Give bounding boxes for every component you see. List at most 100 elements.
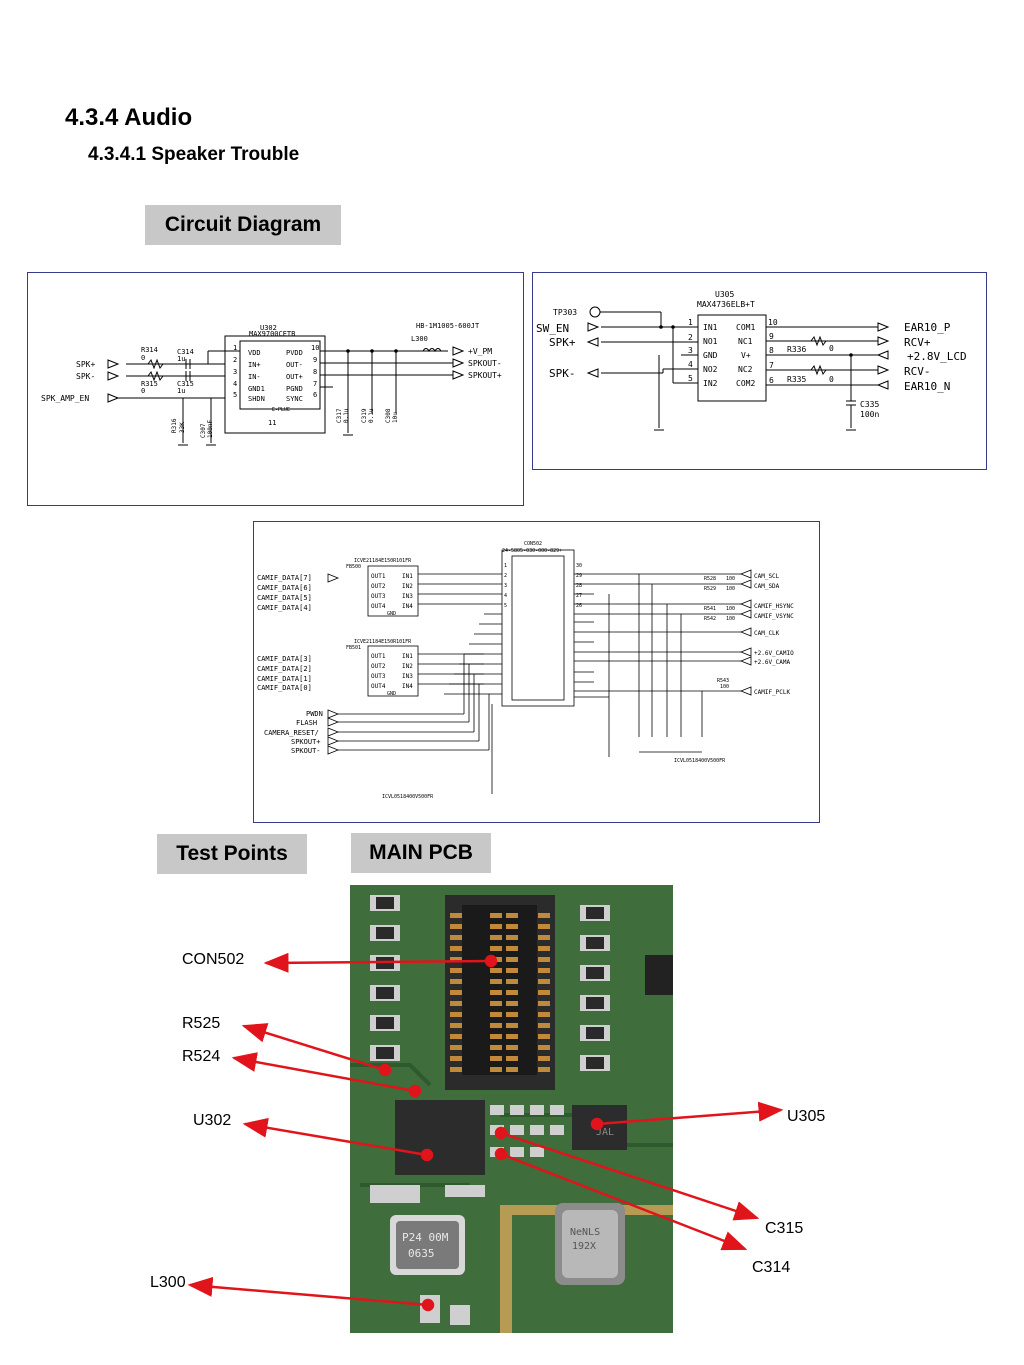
connector-pin <box>538 979 550 984</box>
cam-clk-label: CAM_CLK <box>754 630 780 637</box>
u305-pin-vplus: V+ <box>741 351 751 360</box>
u305-pin-nc2: NC2 <box>738 365 753 374</box>
connector-pin <box>506 1023 518 1028</box>
connector-pin <box>450 968 462 973</box>
camif-vsync-label: CAMIF_VSYNC <box>754 613 794 620</box>
fb500-pin: IN2 <box>402 583 413 590</box>
schematic-con502-panel: CON502 24-5805-030-000-829+ ICVE21184E15… <box>253 521 820 823</box>
u302-part-label: MAX9700CETB <box>249 330 295 338</box>
r528-value: 100 <box>726 576 735 582</box>
u302-pin-num: 2 <box>233 356 237 364</box>
u305-output-ear10p: EAR10_P <box>904 321 951 334</box>
u302-bottom-pin: 11 <box>268 419 276 427</box>
module-marking-1: NeNLS <box>570 1227 600 1238</box>
crystal-marking-2: 0635 <box>408 1247 435 1260</box>
c308-value: 10u <box>392 412 399 423</box>
c319-label: C319 <box>361 408 368 423</box>
connector-pin <box>450 924 462 929</box>
u305-pin-nc1: NC1 <box>738 337 753 346</box>
connector-pin <box>490 990 502 995</box>
schematic-con502: CON502 24-5805-030-000-829+ ICVE21184E15… <box>257 541 794 800</box>
con502-ref-label: CON502 <box>524 541 542 547</box>
c314-label: C314 <box>177 348 194 356</box>
con502-pin-num: 4 <box>504 593 507 599</box>
r529-value: 100 <box>726 586 735 592</box>
fb501-pin: IN4 <box>402 683 413 690</box>
connector-pin <box>538 946 550 951</box>
fb500-pin: IN4 <box>402 603 413 610</box>
u302-pin-num: 4 <box>233 380 237 388</box>
connector-pin <box>506 935 518 940</box>
u305-pin-no2: NO2 <box>703 365 718 374</box>
l300-ref-label: L300 <box>411 335 428 343</box>
r543-label: R543 <box>717 678 729 684</box>
u302-input-ampen: SPK_AMP_EN <box>41 394 89 403</box>
c317-label: C317 <box>336 408 343 423</box>
connector-pin <box>538 968 550 973</box>
connector-pin <box>490 968 502 973</box>
connector-pin <box>538 924 550 929</box>
fb501-pin: IN1 <box>402 653 413 660</box>
callout-r525: R525 <box>182 1015 221 1032</box>
c319-value: 0.1u <box>368 408 375 423</box>
u305-output-rcvp: RCV+ <box>904 336 931 349</box>
u305-pin-com2: COM2 <box>736 379 755 388</box>
u305-input-spkp: SPK+ <box>549 336 576 349</box>
camif-data3: CAMIF_DATA[3] <box>257 655 312 663</box>
u305-pin-num: 9 <box>769 332 774 341</box>
connector-pin <box>538 1034 550 1039</box>
connector-pin <box>490 979 502 984</box>
main-pcb-tag: MAIN PCB <box>351 833 491 873</box>
u302-pin-outn: OUT- <box>286 361 303 369</box>
arrow-u302 <box>242 1117 428 1157</box>
u302-pin-shdn: SHDN <box>248 395 265 403</box>
c308-label: C308 <box>385 408 392 423</box>
r336-label: R336 <box>787 345 806 354</box>
connector-pin <box>490 1056 502 1061</box>
camif-pclk-label: CAMIF_PCLK <box>754 689 791 696</box>
pwdn-label: PWDN <box>306 710 323 718</box>
u305-pin-num: 10 <box>768 318 778 327</box>
u302-pin-pgnd: PGND <box>286 385 303 393</box>
con502-part-label: 24-5805-030-000-829+ <box>502 548 562 554</box>
connector-pin <box>490 1023 502 1028</box>
r335-value: 0 <box>829 375 834 384</box>
camera-reset-label: CAMERA_RESET/ <box>264 729 319 737</box>
connector-pin <box>450 957 462 962</box>
fb500-pin: IN3 <box>402 593 413 600</box>
connector-pin <box>450 1001 462 1006</box>
u302-pin-num: 9 <box>313 356 317 364</box>
u305-pin-no1: NO1 <box>703 337 718 346</box>
u302-pin-num: 7 <box>313 380 317 388</box>
u305-pin-num: 4 <box>688 360 693 369</box>
connector-pin <box>506 1012 518 1017</box>
u302-pin-num: 5 <box>233 391 237 399</box>
u302-output-spkoutn: SPKOUT- <box>468 359 502 368</box>
arrow-c314 <box>500 1152 748 1251</box>
connector-pin <box>506 990 518 995</box>
flash-label: FLASH <box>296 719 317 727</box>
connector-pin <box>450 979 462 984</box>
u305-pin-num: 8 <box>769 346 774 355</box>
l300-part-label: HB-1M1005-600JT <box>416 322 480 330</box>
camif-data4: CAMIF_DATA[4] <box>257 604 312 612</box>
connector-pin <box>490 1034 502 1039</box>
connector-pin <box>538 1001 550 1006</box>
u302-output-spkoutp: SPKOUT+ <box>468 371 502 380</box>
u302-input-spkn: SPK- <box>76 372 95 381</box>
connector-pin <box>450 1023 462 1028</box>
schematic-u305: U305 MAX4736ELB+T TP303 IN1 NO1 GND NO2 … <box>536 290 967 431</box>
cama-label: +2.6V_CAMA <box>754 659 791 666</box>
connector-pin <box>506 968 518 973</box>
u305-pin-in2: IN2 <box>703 379 718 388</box>
u305-output-2v8lcd: +2.8V_LCD <box>907 350 967 363</box>
r542-label: R542 <box>704 616 716 622</box>
r336-value: 0 <box>829 344 834 353</box>
callout-u302: U302 <box>193 1112 232 1129</box>
connector-pin <box>490 1012 502 1017</box>
connector-pin <box>450 946 462 951</box>
u305-output-rcvn: RCV- <box>904 365 931 378</box>
fb501-pin: OUT1 <box>371 653 386 660</box>
schematic-u302: U302 MAX9700CETB VDD IN+ IN- GND1 SHDN P… <box>41 322 502 446</box>
